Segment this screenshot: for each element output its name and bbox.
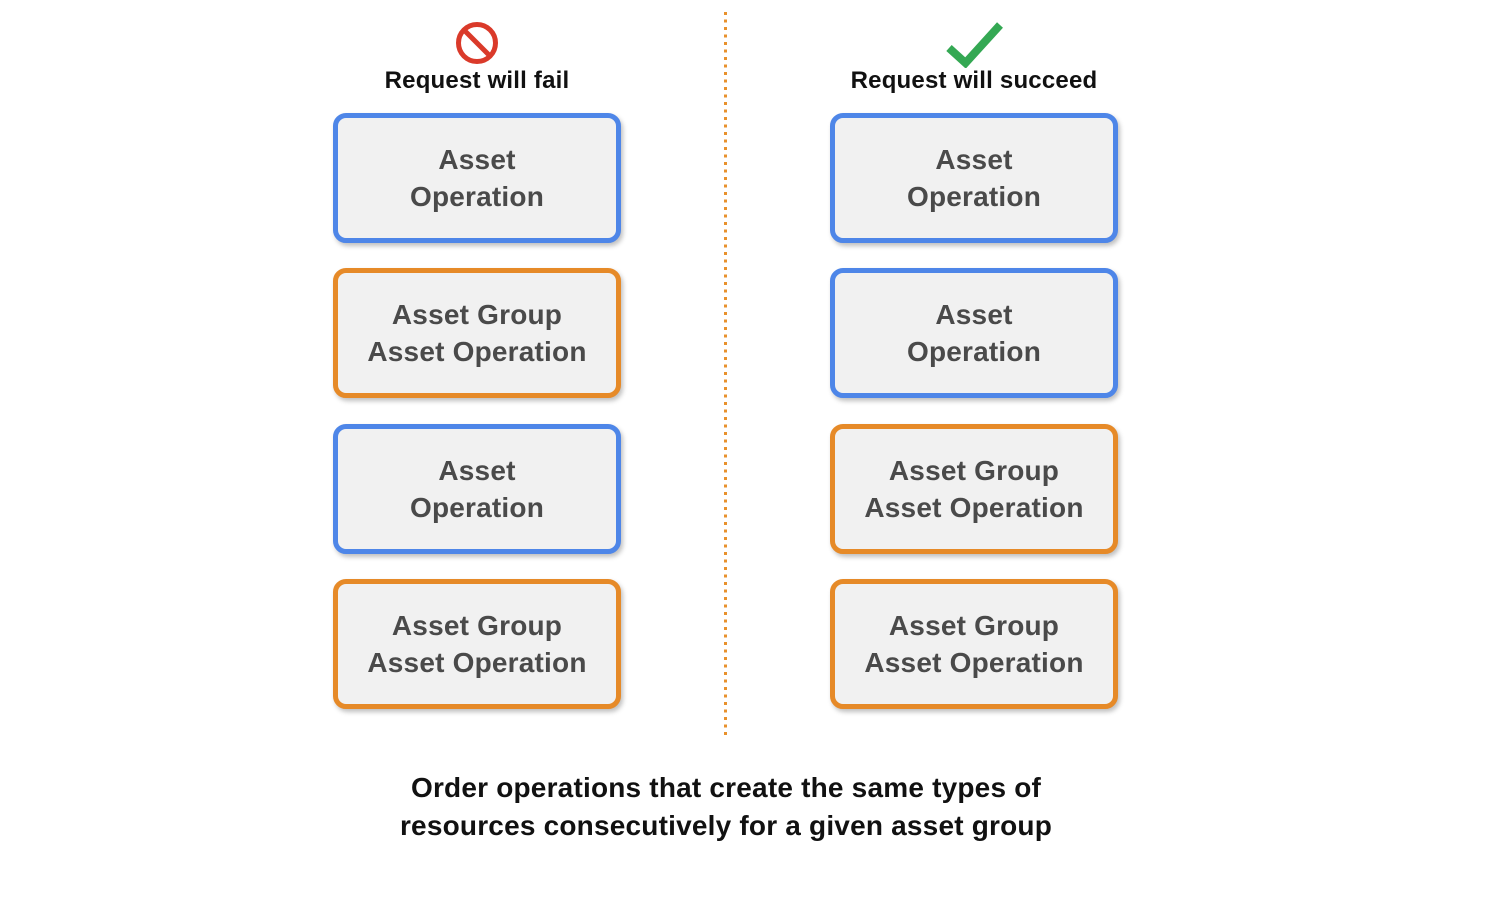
- box-label-line: Asset: [438, 144, 516, 175]
- box-label-line: Operation: [409, 492, 545, 523]
- box-label-line: Asset Operation: [864, 492, 1084, 523]
- box-label-line: Asset Operation: [367, 647, 587, 678]
- box-label-line: Operation: [409, 181, 545, 212]
- succeed-column: Request will succeed Asset Operation Ass…: [830, 0, 1118, 760]
- fail-column: Request will fail Asset Operation Asset …: [333, 0, 621, 760]
- box-label-line: Asset: [438, 455, 516, 486]
- box-label-line: Asset: [935, 299, 1013, 330]
- box-label-line: Operation: [906, 181, 1042, 212]
- box-label-line: Operation: [906, 336, 1042, 367]
- prohibited-icon: [454, 20, 500, 71]
- fail-box-asset-operation-1: Asset Operation: [333, 113, 621, 243]
- checkmark-icon: [944, 20, 1004, 73]
- box-label-line: Asset Group: [888, 610, 1060, 641]
- caption-line-2: resources consecutively for a given asse…: [399, 810, 1053, 841]
- fail-column-title: Request will fail: [384, 67, 570, 94]
- caption-line-1: Order operations that create the same ty…: [410, 772, 1042, 803]
- succeed-box-asset-operation-2: Asset Operation: [830, 268, 1118, 398]
- box-label-line: Asset Group: [391, 610, 563, 641]
- succeed-column-title: Request will succeed: [850, 67, 1098, 94]
- diagram-caption: Order operations that create the same ty…: [0, 769, 1452, 845]
- box-label-line: Asset Operation: [864, 647, 1084, 678]
- box-label-line: Asset Group: [391, 299, 563, 330]
- box-label-line: Asset: [935, 144, 1013, 175]
- succeed-box-asset-group-asset-operation-2: Asset Group Asset Operation: [830, 579, 1118, 709]
- column-divider-dotted-line: [724, 12, 727, 738]
- fail-box-asset-group-asset-operation-2: Asset Group Asset Operation: [333, 579, 621, 709]
- fail-box-asset-group-asset-operation-1: Asset Group Asset Operation: [333, 268, 621, 398]
- fail-box-asset-operation-2: Asset Operation: [333, 424, 621, 554]
- succeed-box-asset-group-asset-operation-1: Asset Group Asset Operation: [830, 424, 1118, 554]
- succeed-box-asset-operation-1: Asset Operation: [830, 113, 1118, 243]
- box-label-line: Asset Operation: [367, 336, 587, 367]
- box-label-line: Asset Group: [888, 455, 1060, 486]
